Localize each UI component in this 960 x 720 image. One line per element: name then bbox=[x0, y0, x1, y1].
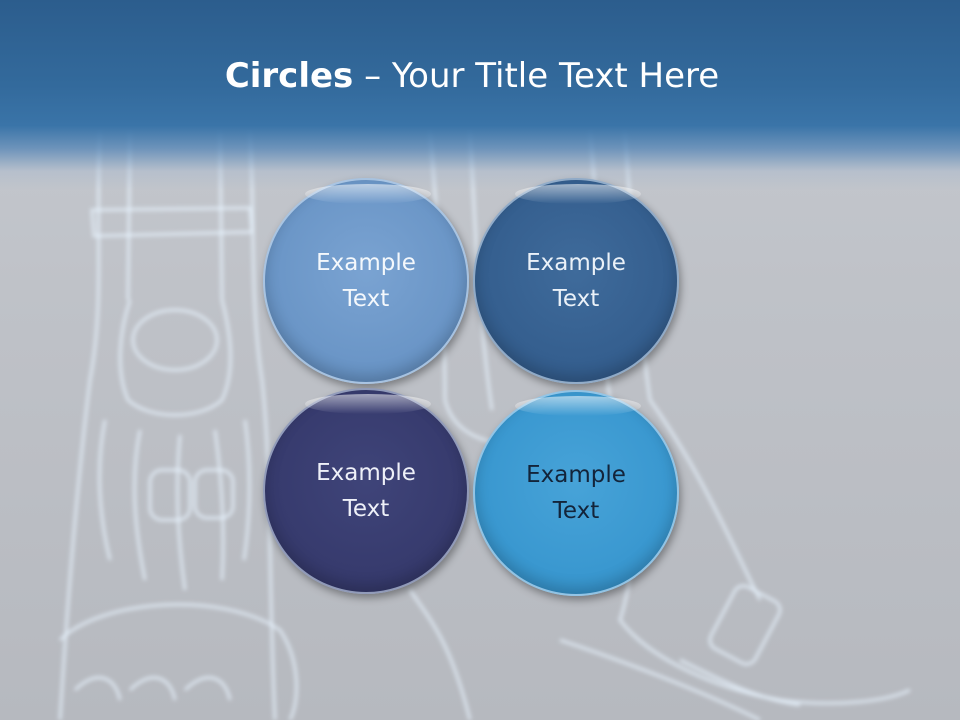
circle-label: Example Text bbox=[316, 250, 416, 312]
circle-label: Example Text bbox=[526, 462, 626, 524]
slide-title[interactable]: Circles – Your Title Text Here bbox=[0, 52, 944, 100]
circle-label: Example Text bbox=[526, 250, 626, 312]
circle-top-left[interactable]: Example Text bbox=[263, 178, 469, 384]
circle-top-right[interactable]: Example Text bbox=[473, 178, 679, 384]
circle-bottom-right[interactable]: Example Text bbox=[473, 390, 679, 596]
circle-bottom-left[interactable]: Example Text bbox=[263, 388, 469, 594]
title-bold-text: Circles bbox=[224, 56, 354, 96]
title-bar: Circles – Your Title Text Here bbox=[0, 0, 960, 190]
circle-label: Example Text bbox=[316, 460, 416, 522]
title-text: – Your Title Text Here bbox=[353, 56, 720, 96]
